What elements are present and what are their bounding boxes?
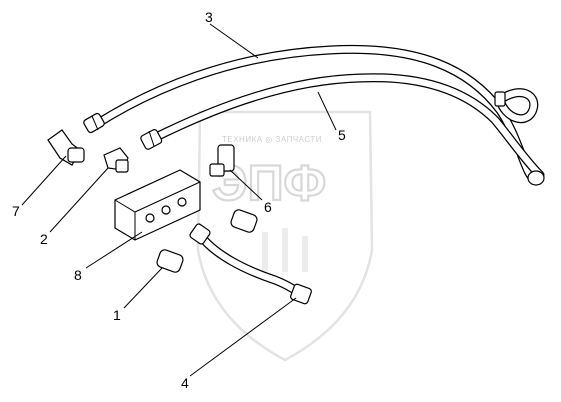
watermark-caption: ТЕХНИКА ◎ ЗАПЧАСТИ: [222, 135, 322, 144]
callout-3: 3: [205, 9, 213, 25]
watermark-bar-1: [262, 232, 268, 272]
manifold-block-8: [114, 169, 201, 241]
callout-6: 6: [264, 199, 272, 215]
plug-fitting-1: [156, 249, 184, 273]
elbow-fitting-7: [47, 129, 85, 166]
callout-labels: 3 5 6 7 2 8 1 4: [12, 9, 346, 391]
watermark-bar-2: [282, 228, 288, 272]
callout-8: 8: [74, 267, 82, 283]
watermark-bar-3: [302, 236, 308, 272]
watermark: ТЕХНИКА ◎ ЗАПЧАСТИ ЭПФ: [196, 110, 374, 362]
callout-2: 2: [40, 231, 48, 247]
plug-fitting-right: [230, 209, 258, 233]
elbow-fitting-2: [103, 147, 129, 173]
leader-lines: [21, 23, 337, 377]
hose-end-loop: [494, 88, 545, 186]
hose-5-fitting: [140, 129, 163, 150]
callout-1: 1: [113, 307, 121, 323]
right-fitting-upper: [494, 91, 506, 107]
elbow-fitting-6: [209, 144, 235, 177]
callout-7: 7: [12, 203, 20, 219]
right-fitting-lower: [527, 170, 545, 186]
watermark-shield: [196, 110, 374, 362]
callout-5: 5: [338, 127, 346, 143]
hose-3-fitting: [83, 112, 105, 134]
hose-5: [145, 73, 545, 180]
callout-4: 4: [181, 375, 189, 391]
hose-4: [189, 223, 312, 305]
